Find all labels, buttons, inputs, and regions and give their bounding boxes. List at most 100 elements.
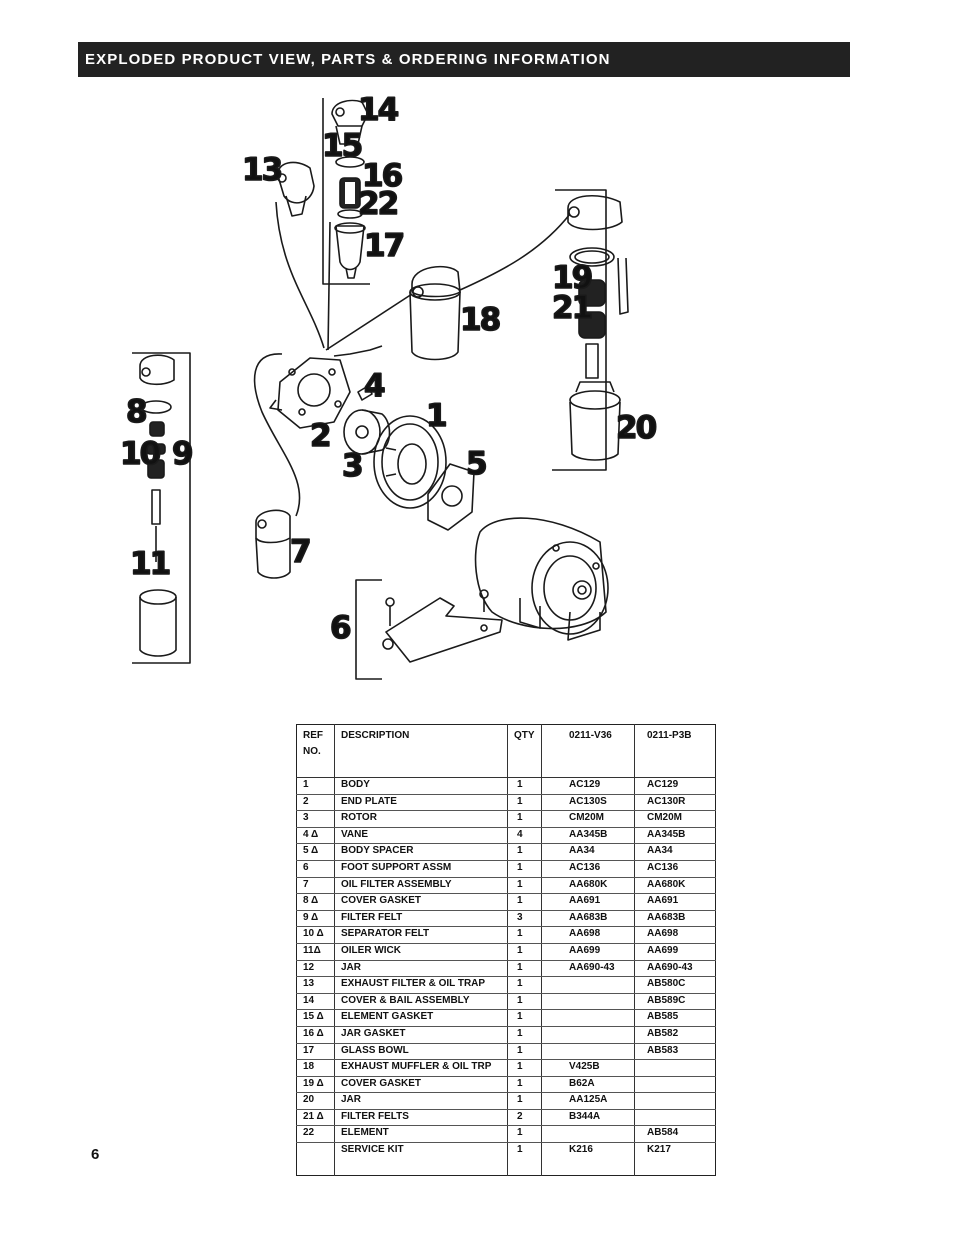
cell-p3b: CM20M <box>634 810 716 828</box>
cell-ref: 3 <box>296 810 335 828</box>
cell-description: EXHAUST MUFFLER & OIL TRP <box>334 1059 508 1077</box>
cell-ref: 9 Δ <box>296 910 335 928</box>
cell-v36: AC129 <box>541 777 635 795</box>
cell-description: VANE <box>334 827 508 845</box>
cell-p3b: AA690-43 <box>634 960 716 978</box>
hose-line-7 <box>253 353 301 517</box>
body-spacer-part <box>373 415 447 509</box>
cover-bail-part <box>331 99 369 145</box>
cell-p3b <box>634 1109 716 1127</box>
header-0211-p3b: 0211-P3B <box>634 724 716 778</box>
callout-4: 4 <box>364 368 385 404</box>
cell-qty: 1 <box>507 860 542 878</box>
callout-5: 5 <box>466 446 486 482</box>
table-header-row: REF NO. DESCRIPTION QTY 0211-V36 0211-P3… <box>296 724 716 778</box>
cell-qty: 1 <box>507 1009 542 1027</box>
callout-11: 11 <box>130 546 170 582</box>
cell-description: JAR GASKET <box>334 1026 508 1044</box>
cell-ref: 5 Δ <box>296 843 335 861</box>
cell-qty: 1 <box>507 993 542 1011</box>
cell-qty: 1 <box>507 976 542 994</box>
cell-v36 <box>541 993 635 1011</box>
cell-qty: 1 <box>507 943 542 961</box>
callout-17: 17 <box>364 228 404 264</box>
motor-part <box>474 517 609 641</box>
cell-v36: AA691 <box>541 893 635 911</box>
cell-ref: 20 <box>296 1092 335 1110</box>
cell-p3b <box>634 1076 716 1094</box>
cell-ref: 22 <box>296 1125 335 1144</box>
cell-ref: 8 Δ <box>296 893 335 911</box>
cell-qty: 2 <box>507 1109 542 1127</box>
cell-v36: V425B <box>541 1059 635 1077</box>
cell-p3b: AC136 <box>634 860 716 878</box>
callout-9: 9 <box>172 436 192 472</box>
cell-v36: K216 <box>541 1142 635 1176</box>
cell-v36: AA680K <box>541 877 635 895</box>
cell-qty: 1 <box>507 1026 542 1044</box>
cell-description: FOOT SUPPORT ASSM <box>334 860 508 878</box>
cell-description: SEPARATOR FELT <box>334 926 508 944</box>
cell-description: SERVICE KIT <box>334 1142 508 1176</box>
cell-description: ROTOR <box>334 810 508 828</box>
section-header: EXPLODED PRODUCT VIEW, PARTS & ORDERING … <box>78 42 850 77</box>
cell-ref: 19 Δ <box>296 1076 335 1094</box>
cell-qty: 1 <box>507 1043 542 1061</box>
cell-qty: 1 <box>507 877 542 895</box>
cell-ref <box>297 1143 335 1176</box>
cell-qty: 1 <box>507 777 542 795</box>
cell-description: COVER GASKET <box>334 893 508 911</box>
cell-qty: 1 <box>507 1092 542 1110</box>
cell-ref: 11Δ <box>296 943 335 961</box>
cell-p3b: AC129 <box>634 777 716 795</box>
cell-p3b: AB583 <box>634 1043 716 1061</box>
header-0211-v36: 0211-V36 <box>541 724 635 778</box>
cell-qty: 1 <box>507 960 542 978</box>
cell-qty: 1 <box>507 1076 542 1094</box>
muffler-jar-stack <box>567 194 629 461</box>
cell-description: FILTER FELT <box>334 910 508 928</box>
cell-p3b: AB584 <box>634 1125 716 1144</box>
header-qty: QTY <box>507 724 542 778</box>
hose-line-18 <box>325 293 413 351</box>
cell-ref: 12 <box>296 960 335 978</box>
group-bracket-exhaust-filter <box>322 98 370 285</box>
cell-description: OILER WICK <box>334 943 508 961</box>
cell-ref: 17 <box>296 1043 335 1061</box>
cell-qty: 1 <box>507 1142 542 1176</box>
callout-7: 7 <box>290 534 310 570</box>
cell-description: COVER & BAIL ASSEMBLY <box>334 993 508 1011</box>
cell-p3b <box>634 1059 716 1077</box>
pump-body-part <box>269 357 351 429</box>
callout-10: 10 <box>120 436 161 472</box>
section-title: EXPLODED PRODUCT VIEW, PARTS & ORDERING … <box>85 51 611 68</box>
callout-1: 1 <box>426 398 446 434</box>
callout-8: 8 <box>126 394 146 430</box>
cell-v36: B62A <box>541 1076 635 1094</box>
cell-v36 <box>541 1026 635 1044</box>
cell-qty: 3 <box>507 910 542 928</box>
callout-3: 3 <box>342 448 362 484</box>
cell-v36 <box>541 1043 635 1061</box>
cell-ref: 7 <box>296 877 335 895</box>
cell-ref: 15 Δ <box>296 1009 335 1027</box>
cell-description: ELEMENT <box>334 1125 508 1144</box>
cell-p3b: AA691 <box>634 893 716 911</box>
callout-21: 21 <box>552 290 592 326</box>
cell-v36 <box>541 1009 635 1027</box>
cell-v36: AA34 <box>541 843 635 861</box>
